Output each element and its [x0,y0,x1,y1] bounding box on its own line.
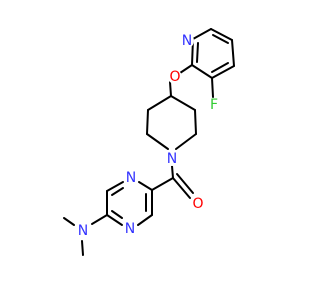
bond [169,81,172,97]
bond [63,217,75,226]
bond [146,109,149,135]
atom-symbol-label: N [182,33,192,49]
bond [211,65,235,79]
bond [175,133,197,150]
bond [210,28,233,41]
atom-n-piperidine: N [165,151,179,167]
bond [211,77,214,98]
atom-symbol-label: N [167,151,177,167]
bond [172,177,191,199]
atom-f: F [207,97,221,113]
bond [151,177,174,191]
molecule-diagram: N O F N O N N N [63,28,235,256]
atom-n-pyrazine-top: N [124,170,138,186]
atom-symbol-label: N [126,170,136,186]
bond [138,181,153,191]
bond [146,133,169,150]
atom-symbol-label: N [78,223,88,239]
bond [111,187,124,196]
bond [147,95,172,111]
bond [196,42,199,63]
bond [179,64,193,74]
bond [106,214,123,226]
atom-symbol-label: F [210,97,218,113]
bond [81,240,84,256]
atom-symbol-label: N [125,221,135,237]
bond [171,165,174,179]
bond [211,62,229,73]
atom-o-ether: O [168,69,182,85]
atom-n-pyrazine-bottom: N [123,221,137,237]
bond [176,173,194,194]
atom-n-pyridine: N [180,33,194,49]
bond [191,64,213,79]
atom-o-carbonyl: O [191,196,205,212]
atom-symbol-label: O [192,196,203,212]
atom-symbol-label: O [169,69,180,85]
atom-labels: N O F N O N N N [76,33,221,239]
bond [194,109,197,135]
bond [91,214,108,225]
bond [137,214,153,226]
bond [111,210,123,219]
bond [106,181,124,192]
bond [192,28,212,40]
bond [212,34,229,44]
atom-n-dimethylamino: N [76,223,90,239]
bond [231,39,235,67]
bond [170,95,196,111]
bonds [63,28,235,256]
